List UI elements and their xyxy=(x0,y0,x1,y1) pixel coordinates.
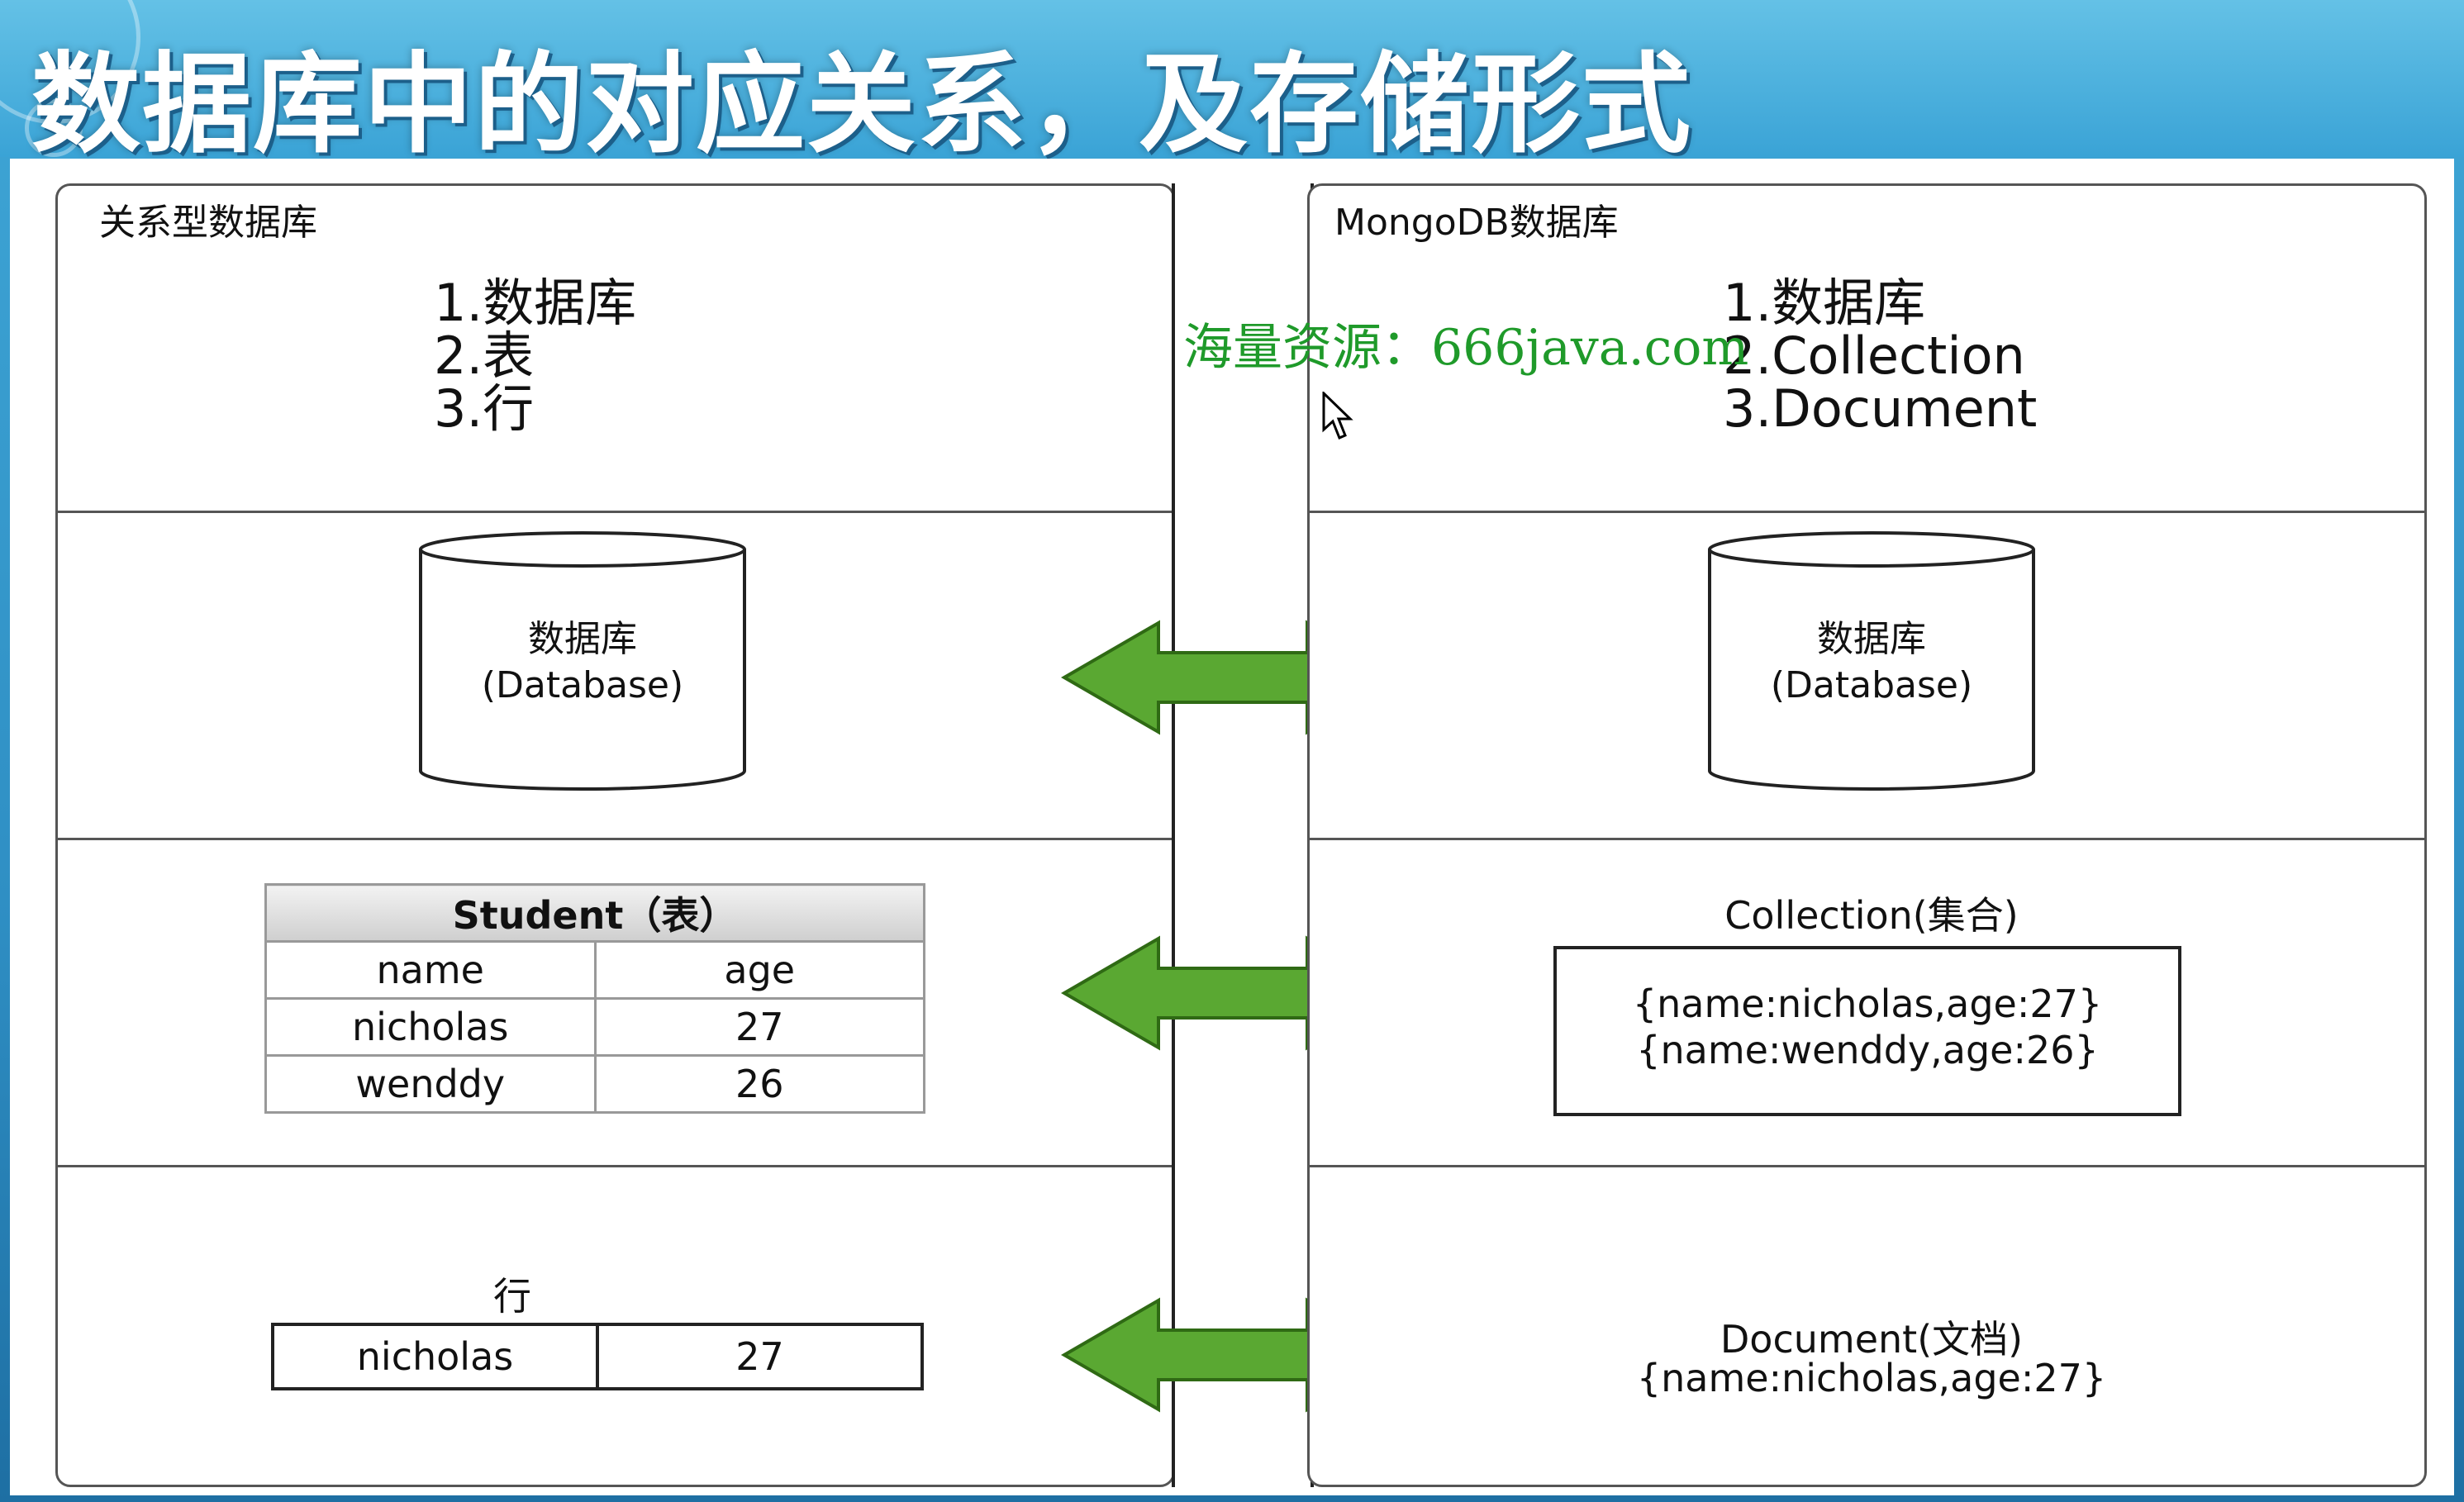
concept-item: 1.数据库 xyxy=(1723,273,1926,333)
table-cell: wenddy xyxy=(264,1054,597,1114)
table-cell: nicholas xyxy=(264,997,597,1057)
table-row: nicholas 27 xyxy=(264,997,925,1057)
decor-ring xyxy=(25,99,83,157)
collection-doc: {name:wenddy,age:26} xyxy=(1636,1028,2099,1072)
table-cell: 26 xyxy=(593,1054,925,1114)
document-value: {name:nicholas,age:27} xyxy=(1636,1356,2107,1400)
relational-table-row: Student（表） name age nicholas 27 wenddy 2… xyxy=(58,840,1173,1167)
relational-database-row: 数据库 (Database) xyxy=(58,513,1173,840)
relational-row-row: 行 nicholas 27 xyxy=(58,1167,1173,1485)
table-header-cell: age xyxy=(593,940,925,1000)
database-label-cn: 数据库 xyxy=(528,618,637,660)
collection-caption: Collection(集合) xyxy=(1724,893,2019,938)
mouse-cursor-icon xyxy=(1322,392,1353,440)
concept-item: 1.数据库 xyxy=(434,273,637,333)
concept-item: 2.Collection xyxy=(1723,326,2025,386)
mongodb-heading: MongoDB数据库 xyxy=(1334,202,1619,244)
database-label-en: (Database) xyxy=(1770,664,1973,706)
row-cell: 27 xyxy=(596,1323,924,1390)
row-caption: 行 xyxy=(493,1274,531,1319)
student-table: Student（表） name age nicholas 27 wenddy 2… xyxy=(264,883,925,1114)
database-cylinder: 数据库 (Database) xyxy=(417,530,748,794)
concept-item: 3.Document xyxy=(1723,378,2038,439)
table-row: wenddy 26 xyxy=(264,1054,925,1114)
database-label-en: (Database) xyxy=(481,664,684,706)
database-cylinder: 数据库 (Database) xyxy=(1706,530,2037,794)
connector-column xyxy=(1172,183,1314,1487)
student-table-caption: Student（表） xyxy=(264,883,925,943)
document-caption: Document(文档) xyxy=(1720,1317,2024,1362)
mongodb-database-row: 数据库 (Database) xyxy=(1310,513,2424,840)
collection-doc: {name:nicholas,age:27} xyxy=(1632,982,2103,1026)
table-cell: 27 xyxy=(593,997,925,1057)
relational-panel: 关系型数据库 1.数据库 2.表 3.行 数据库 (Database) xyxy=(55,183,1175,1487)
cylinder-icon xyxy=(1708,531,2035,791)
relational-concept-list: 1.数据库 2.表 3.行 xyxy=(434,277,636,435)
table-header-cell: name xyxy=(264,940,597,1000)
diagram-canvas: 关系型数据库 1.数据库 2.表 3.行 数据库 (Database) xyxy=(10,159,2454,1495)
mongodb-concept-list: 1.数据库 2.Collection 3.Document xyxy=(1723,277,2037,435)
watermark-text: 海量资源：666java.com xyxy=(1183,319,1749,377)
mongodb-collection-row: Collection(集合) {name:nicholas,age:27} {n… xyxy=(1310,840,2424,1167)
database-label: 数据库 (Database) xyxy=(417,616,748,709)
row-example: nicholas 27 xyxy=(271,1323,924,1390)
relational-heading: 关系型数据库 xyxy=(99,202,317,244)
database-label-cn: 数据库 xyxy=(1817,618,1926,660)
mongodb-concepts-row: MongoDB数据库 1.数据库 2.Collection 3.Document xyxy=(1310,186,2424,513)
relational-concepts-row: 关系型数据库 1.数据库 2.表 3.行 xyxy=(58,186,1173,513)
mongodb-document-row: Document(文档) {name:nicholas,age:27} xyxy=(1310,1167,2424,1485)
title-bar: 数据库中的对应关系，及存储形式 xyxy=(0,0,2464,169)
collection-box: {name:nicholas,age:27} {name:wenddy,age:… xyxy=(1553,946,2181,1116)
mongodb-panel: MongoDB数据库 1.数据库 2.Collection 3.Document… xyxy=(1307,183,2427,1487)
row-cell: nicholas xyxy=(271,1323,599,1390)
concept-item: 3.行 xyxy=(434,378,535,439)
slide-title: 数据库中的对应关系，及存储形式 xyxy=(31,41,1692,169)
database-label: 数据库 (Database) xyxy=(1706,616,2037,709)
concept-item: 2.表 xyxy=(434,326,535,386)
cylinder-icon xyxy=(419,531,746,791)
